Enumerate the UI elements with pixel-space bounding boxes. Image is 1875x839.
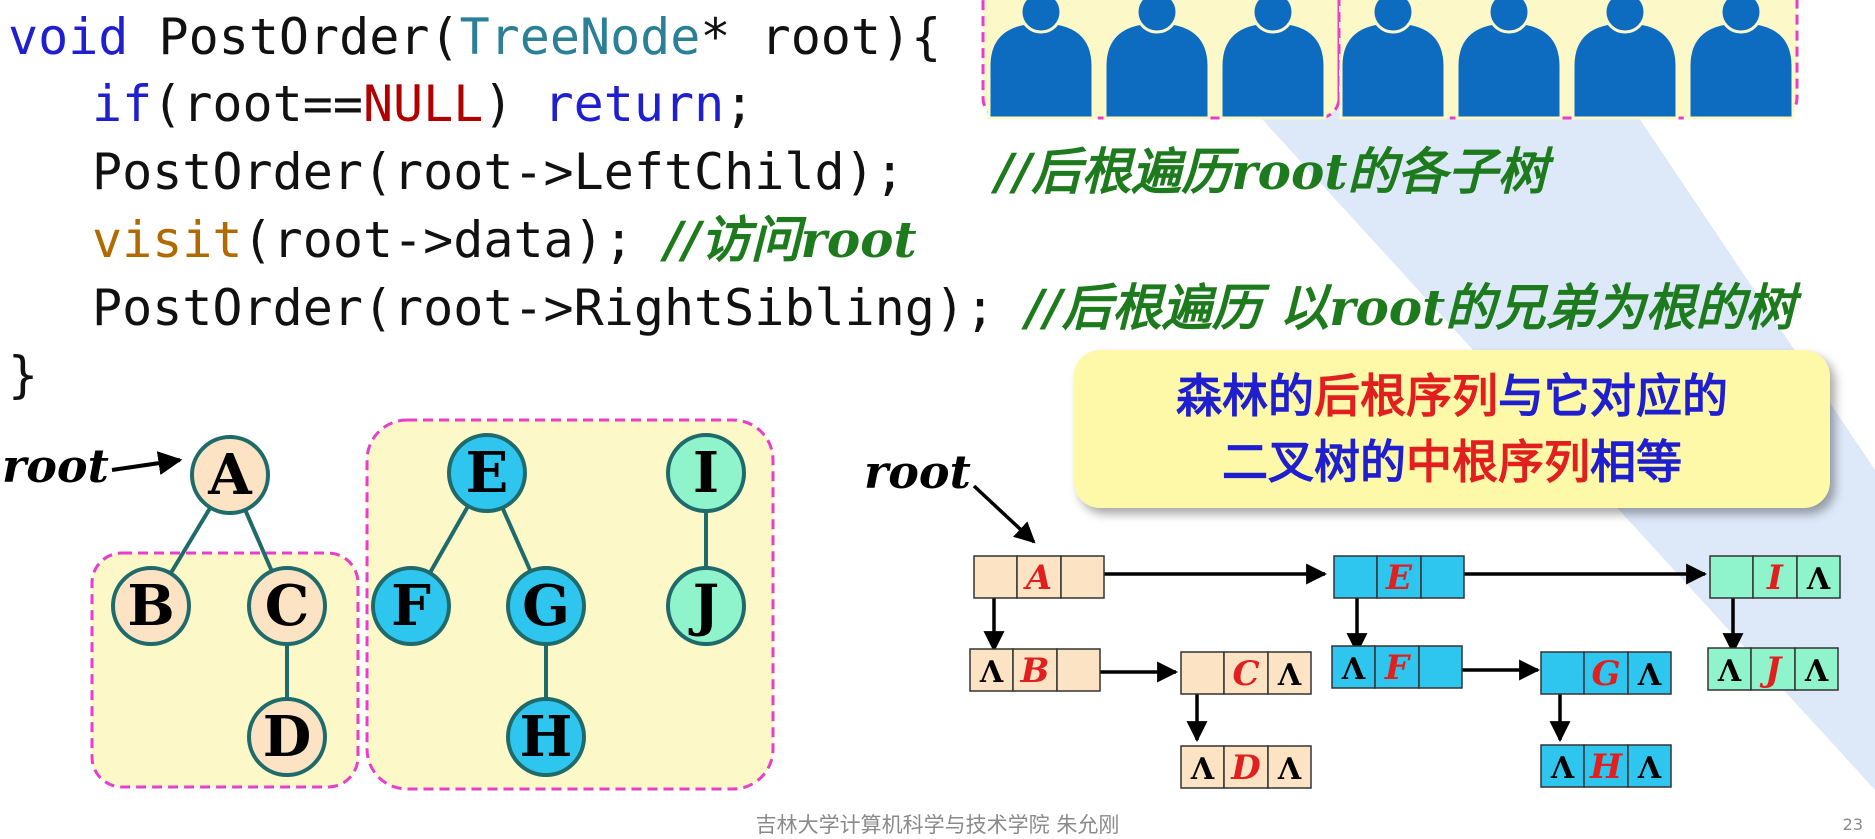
banner-line-2: 二叉树的中根序列相等 — [1074, 429, 1830, 495]
forest-root-arrow — [111, 451, 183, 476]
bintree-node-label: I — [1766, 558, 1784, 598]
null-pointer: Λ — [1717, 654, 1742, 689]
person-icon — [1339, 0, 1447, 120]
person-icon — [1219, 0, 1327, 120]
forest-node-label: H — [520, 704, 573, 770]
forest-node-e: E — [447, 433, 527, 513]
comment-subtrees: //后根遍历root的各子树 — [994, 142, 1548, 201]
banner-text-2b: 中根序列 — [1406, 435, 1590, 489]
code-line-1: void PostOrder(TreeNode* root){ — [8, 4, 1795, 71]
bintree-root-arrow — [972, 484, 1036, 544]
null-pointer: Λ — [1277, 752, 1302, 787]
cond-open: (root== — [152, 75, 363, 133]
cond-close: ) — [483, 75, 544, 133]
bintree-node-label: C — [1232, 654, 1259, 694]
person-icon — [1455, 0, 1563, 120]
theorem-banner: 森林的后根序列与它对应的 二叉树的中根序列相等 — [1074, 350, 1830, 508]
page-number: 23 — [1842, 815, 1863, 834]
banner-line-1: 森林的后根序列与它对应的 — [1074, 363, 1830, 429]
null-pointer: Λ — [979, 655, 1004, 690]
null-pointer: Λ — [1637, 658, 1662, 693]
call-left: PostOrder(root->LeftChild); — [92, 143, 905, 201]
bintree-root-label: root — [864, 445, 971, 499]
forest-root-label: root — [2, 439, 109, 493]
code-line-2: if(root==NULL) return; — [8, 71, 1795, 138]
banner-text-2a: 二叉树的 — [1222, 435, 1406, 489]
bintree-node-a: A — [973, 555, 1105, 599]
null-pointer: Λ — [1637, 751, 1662, 786]
person-icon — [1571, 0, 1679, 120]
null-pointer: Λ — [1341, 652, 1366, 687]
comment-visit-root: //访问root — [663, 210, 917, 269]
people-panel — [981, 0, 1799, 120]
forest-node-label: G — [522, 573, 570, 639]
semicolon: ; — [724, 75, 755, 133]
null-pointer: Λ — [1277, 658, 1302, 693]
bintree-node-label: H — [1589, 747, 1624, 787]
forest-node-label: I — [693, 440, 719, 506]
banner-text-1a: 森林的 — [1176, 369, 1314, 423]
fn-visit: visit — [92, 211, 243, 269]
bintree-node-label: A — [1023, 558, 1052, 598]
call-right: PostOrder(root->RightSibling); — [92, 279, 1026, 337]
code-line-3: PostOrder(root->LeftChild); //后根遍历root的各子… — [8, 138, 1795, 206]
forest-node-h: H — [506, 697, 586, 777]
kw-return: return — [543, 75, 725, 133]
forest-node-label: D — [263, 704, 312, 770]
forest-node-j: J — [666, 566, 746, 646]
forest-node-i: I — [666, 433, 746, 513]
person-icon — [987, 0, 1095, 120]
forest-node-label: C — [265, 573, 310, 639]
type-treenode: TreeNode — [459, 8, 701, 66]
forest-node-label: F — [391, 573, 431, 639]
bintree-node-label: E — [1385, 558, 1413, 598]
null-pointer: Λ — [1804, 654, 1829, 689]
forest-node-label: E — [466, 440, 509, 506]
bintree-node-label: F — [1384, 648, 1412, 688]
forest-node-f: F — [371, 566, 451, 646]
bintree-node-label: D — [1230, 748, 1261, 788]
forest-node-label: B — [127, 573, 174, 639]
code-line-5: PostOrder(root->RightSibling); //后根遍历 以r… — [8, 274, 1795, 342]
forest-node-b: B — [111, 566, 191, 646]
bintree-node-label: B — [1020, 651, 1050, 691]
null-pointer: Λ — [1550, 751, 1575, 786]
code-line-6: } — [8, 346, 39, 404]
banner-text-2c: 相等 — [1590, 435, 1682, 489]
bintree-node-label: G — [1591, 654, 1620, 694]
forest-node-d: D — [247, 697, 327, 777]
banner-text-1c: 与它对应的 — [1498, 369, 1728, 423]
null-pointer: Λ — [1190, 752, 1215, 787]
person-icon — [1103, 0, 1211, 120]
kw-void: void — [8, 8, 129, 66]
footer-credit: 吉林大学计算机科学与技术学院 朱允刚 — [755, 813, 1120, 837]
code-line-4: visit(root->data); //访问root — [8, 206, 1795, 274]
bintree-node-e: E — [1333, 555, 1465, 599]
forest-node-g: G — [506, 566, 586, 646]
kw-if: if — [92, 75, 153, 133]
kw-null: NULL — [362, 75, 484, 133]
null-pointer: Λ — [1806, 562, 1831, 597]
postorder-code: void PostOrder(TreeNode* root){if(root==… — [8, 4, 1795, 409]
param-root: * root){ — [700, 8, 942, 66]
visit-args: (root->data); — [242, 211, 664, 269]
forest-node-c: C — [247, 566, 327, 646]
forest-node-label: A — [207, 442, 253, 508]
fn-name: PostOrder( — [128, 8, 460, 66]
comment-sibling: //后根遍历 以root的兄弟为根的树 — [1025, 278, 1796, 337]
banner-text-1b: 后根序列 — [1314, 369, 1498, 423]
forest-node-label: J — [688, 573, 720, 639]
forest-node-a: A — [190, 435, 270, 515]
person-icon — [1687, 0, 1795, 120]
